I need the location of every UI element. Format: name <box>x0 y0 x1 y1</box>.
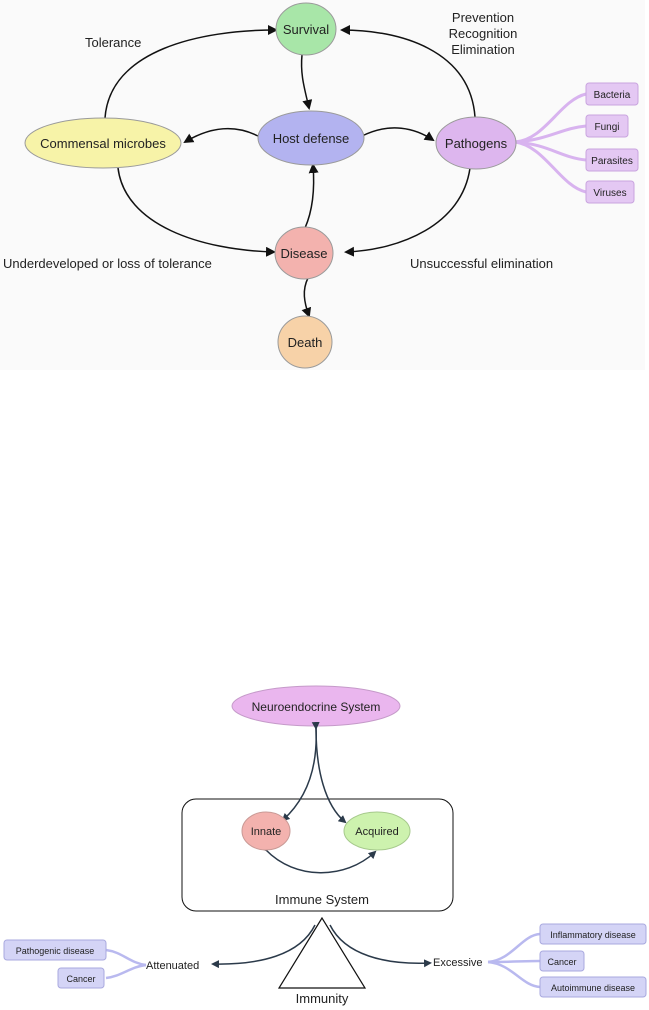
top-diagram: Survival Host defense Commensal microbes… <box>0 0 645 370</box>
host-defense-label: Host defense <box>273 131 350 146</box>
commensal-to-survival-arrow <box>104 25 278 119</box>
attenuated-fan <box>105 948 147 980</box>
excessive-label: Excessive <box>433 957 483 969</box>
to-excessive-arrow <box>329 924 432 968</box>
attenuated-label: Attenuated <box>146 960 199 972</box>
pathogen-parasites-box: Parasites <box>585 148 639 172</box>
elimination-label: Elimination <box>451 42 515 57</box>
underdeveloped-label: Underdeveloped or loss of tolerance <box>3 256 212 271</box>
bottom-diagram: Neuroendocrine System Immune System Inna… <box>3 685 647 1006</box>
host-defense-node: Host defense <box>257 110 365 166</box>
excessive-item-autoimmune-disease-label: Autoimmune disease <box>551 983 635 993</box>
commensal-microbes-label: Commensal microbes <box>40 136 166 151</box>
attenuated-item-pathogenic-disease-label: Pathogenic disease <box>16 946 95 956</box>
immunity-triangle <box>277 916 367 989</box>
disease-to-death-arrow <box>301 277 312 318</box>
recognition-label: Recognition <box>449 26 518 41</box>
death-label: Death <box>288 335 323 350</box>
survival-node: Survival <box>275 2 337 56</box>
pathogen-bacteria-box: Bacteria <box>585 82 639 106</box>
disease-to-host-defense-arrow <box>304 163 319 229</box>
attenuated-item-cancer: Cancer <box>57 967 105 989</box>
attenuated-item-cancer-label: Cancer <box>66 974 95 984</box>
excessive-item-autoimmune-disease: Autoimmune disease <box>539 976 647 998</box>
attenuated-item-pathogenic-disease: Pathogenic disease <box>3 939 107 961</box>
pathogen-fan <box>514 92 587 194</box>
disease-label: Disease <box>281 246 328 261</box>
pathogen-bacteria-label: Bacteria <box>594 90 631 101</box>
host-defense-to-pathogens-arrow <box>361 127 435 142</box>
pathogens-label: Pathogens <box>445 136 508 151</box>
prevention-label: Prevention <box>452 10 514 25</box>
innate-acquired-arrow <box>258 842 377 874</box>
tolerance-label: Tolerance <box>85 35 141 50</box>
excessive-item-inflammatory-disease: Inflammatory disease <box>539 923 647 945</box>
excessive-fan <box>487 932 541 989</box>
innate-label: Innate <box>251 826 282 838</box>
immune-system-label: Immune System <box>275 892 369 907</box>
neuroendocrine-label: Neuroendocrine System <box>252 700 381 714</box>
neuro-acquired-arrow <box>315 727 347 824</box>
host-defense-to-commensal-arrow <box>183 127 259 144</box>
disease-node: Disease <box>274 226 334 280</box>
acquired-label: Acquired <box>355 826 398 838</box>
pathogens-to-survival-arrow <box>340 25 476 118</box>
immunity-label: Immunity <box>296 991 349 1006</box>
innate-node: Innate <box>241 811 291 851</box>
pathogen-viruses-box: Viruses <box>585 180 635 204</box>
excessive-item-cancer: Cancer <box>539 950 585 972</box>
survival-to-host-defense-arrow <box>300 54 313 110</box>
pathogen-viruses-label: Viruses <box>593 188 626 199</box>
commensal-microbes-node: Commensal microbes <box>24 117 182 169</box>
pathogen-parasites-label: Parasites <box>591 156 633 167</box>
survival-label: Survival <box>283 22 329 37</box>
pathogen-fungi-label: Fungi <box>594 122 619 133</box>
unsuccessful-elimination-label: Unsuccessful elimination <box>410 256 553 271</box>
pathogens-to-disease-arrow <box>344 167 471 257</box>
death-node: Death <box>277 315 333 369</box>
excessive-item-cancer-label: Cancer <box>547 957 576 967</box>
top-panel-background <box>0 0 645 370</box>
excessive-item-inflammatory-disease-label: Inflammatory disease <box>550 930 636 940</box>
to-attenuated-arrow <box>211 924 316 969</box>
pathogen-fungi-box: Fungi <box>585 114 629 138</box>
pathogens-node: Pathogens <box>435 116 517 170</box>
acquired-node: Acquired <box>343 811 411 851</box>
commensal-to-disease-arrow <box>117 167 276 257</box>
neuroendocrine-node: Neuroendocrine System <box>231 685 401 727</box>
